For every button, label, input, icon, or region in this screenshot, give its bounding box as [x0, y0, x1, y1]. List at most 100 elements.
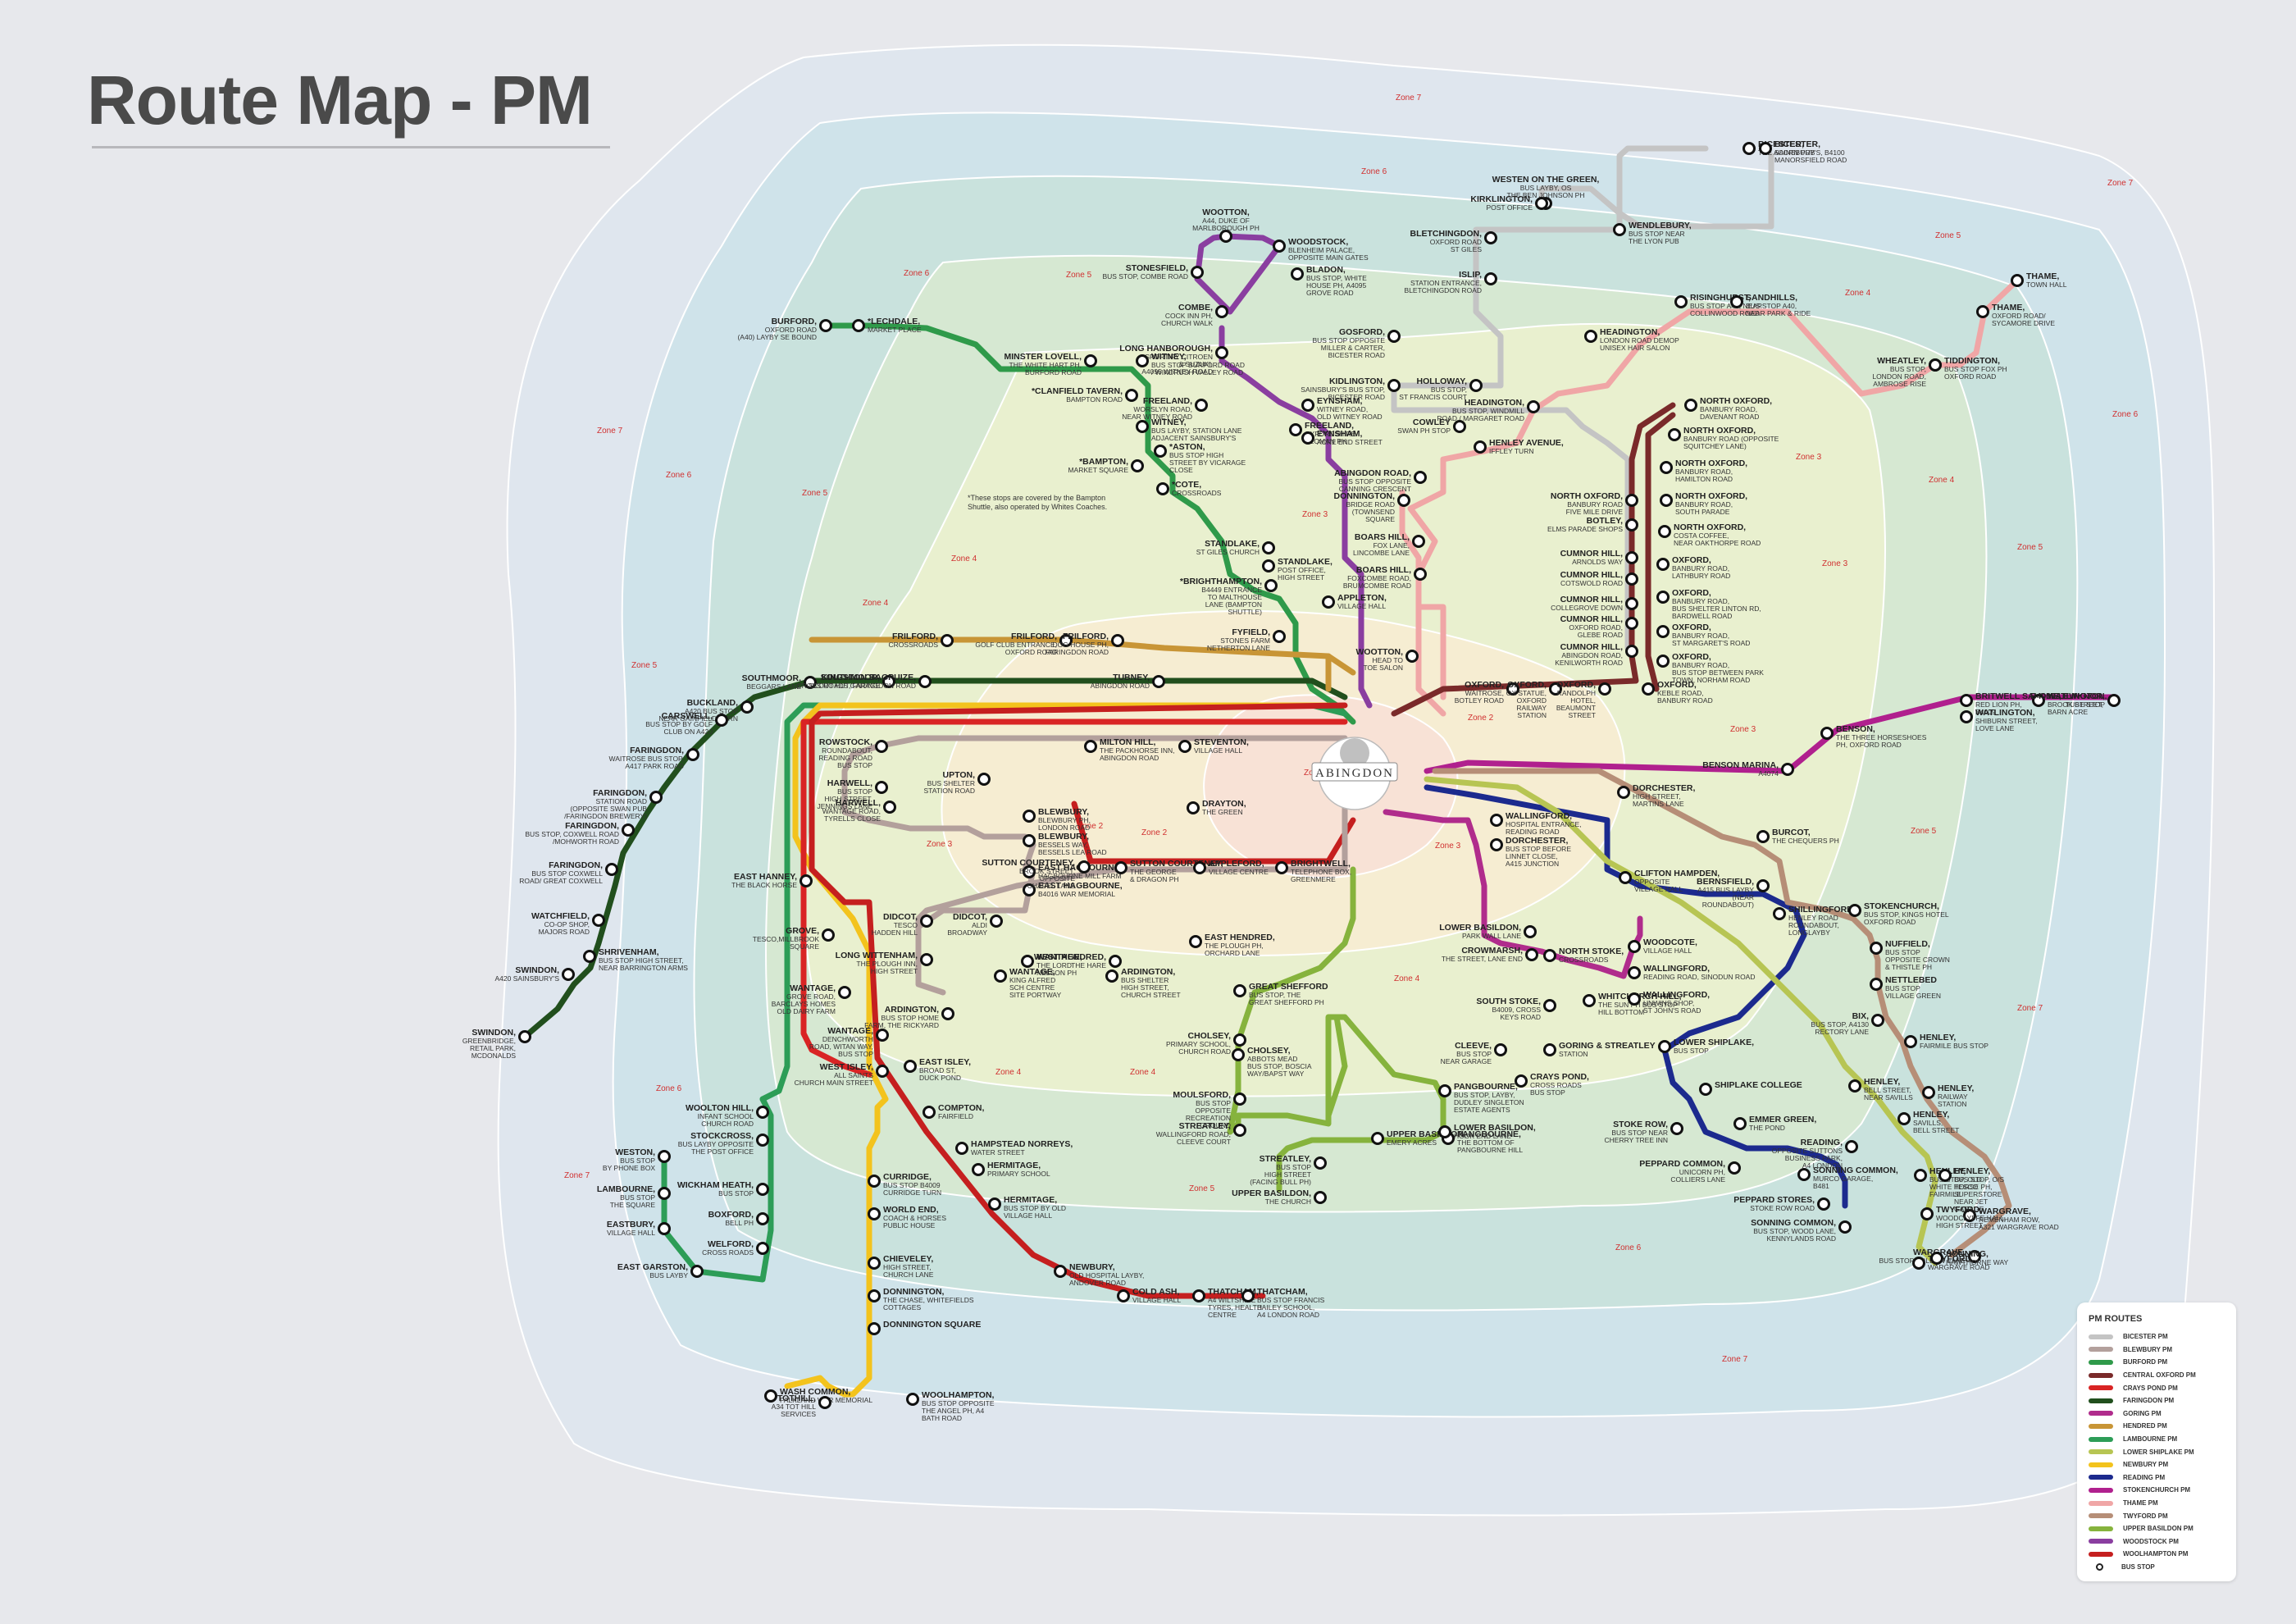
stop-description: VILLAGE HALL: [1132, 1296, 1181, 1304]
stop-description: SQUITCHEY LANE): [1683, 442, 1747, 450]
route-line-central-oxford: [1391, 402, 1676, 717]
stop-name: BLEWBURY,: [1038, 832, 1089, 842]
bus-stop-icon: [1262, 559, 1275, 573]
stop-description: BUS STOP, LAYBY,: [1454, 1091, 1515, 1099]
bus-stop-icon: [592, 914, 605, 927]
bus-stop-icon: [1820, 727, 1834, 740]
route-name: THAME PM: [2123, 1499, 2158, 1508]
bus-stop-icon: [1756, 879, 1770, 892]
route-swatch: [2089, 1385, 2113, 1391]
stop-name: WITNEY,: [1151, 417, 1187, 427]
zone-label: Zone 4: [1130, 1068, 1156, 1077]
bus-stop-icon: [1273, 630, 1286, 643]
stop-name: EAST HAGBOURNE,: [1038, 881, 1123, 891]
bus-stop: MILTON HILL,THE PACKHORSE INN,ABINGDON R…: [1084, 737, 1174, 762]
stop-name: CUMNOR HILL,: [1560, 549, 1623, 559]
stop-description: /MOHWORTH ROAD: [553, 837, 619, 846]
legend-item: HENDRED PM: [2089, 1420, 2228, 1433]
stop-description: (NEAR: [1733, 893, 1754, 901]
stop-description: LONDON ROAD,: [1872, 372, 1926, 381]
stop-description: CROSS ROADS: [1530, 1081, 1582, 1089]
stop-description: WALLINGFORD ROAD,: [1156, 1130, 1231, 1138]
stop-name: HENLEY,: [1920, 1033, 1956, 1042]
bus-stop-icon: [875, 781, 888, 794]
bus-stop: WARGRAVE,REMENHAM ROW,A321 WARGRAVE ROAD: [1963, 1207, 2059, 1231]
stop-description: VILLAGE HALL: [607, 1229, 655, 1237]
stop-description: DOG HOUSE PH,: [1053, 641, 1109, 649]
stop-name: BURCOT,: [1772, 828, 1811, 837]
stop-name: *LECHDALE,: [868, 317, 920, 326]
legend-bus-stop: BUS STOP: [2089, 1561, 2228, 1574]
stop-description: CLEEVE COURT: [1177, 1138, 1231, 1146]
bus-stop-icon: [1628, 966, 1641, 979]
stop-description: HOUSE PH, A4095: [1306, 281, 1367, 290]
stop-description: UNISEX HAIR SALON: [1600, 344, 1670, 352]
bus-stop: OXFORD,BANBURY ROAD,LATHBURY ROAD: [1656, 555, 1730, 580]
stop-description: BESSELS WAY,: [1038, 841, 1088, 849]
legend-item: LAMBOURNE PM: [2089, 1433, 2228, 1446]
stop-description: ARNOLDS WAY: [1572, 558, 1623, 566]
bus-stop: TUBNEY,ABINGDON ROAD: [1091, 673, 1165, 690]
stop-description: A415 BUS LAYBY: [1697, 886, 1754, 894]
stop-description: BUS STOP OPPOSITE: [922, 1399, 995, 1407]
bus-stop: EAST HANNEY,THE BLACK HORSE: [731, 872, 813, 889]
stop-description: BLETCHINGDON ROAD: [1405, 286, 1482, 294]
bus-stop-icon: [1438, 1125, 1451, 1138]
bus-stop-icon: [1275, 861, 1288, 874]
stop-name: WESTEN ON THE GREEN,: [1492, 175, 1600, 185]
stop-description: BUS SHELTER: [1121, 976, 1168, 984]
stop-name: NORTH OXFORD,: [1675, 458, 1747, 468]
bus-stop-icon: [1838, 1220, 1852, 1234]
stop-name: PANGBOURNE,: [1457, 1129, 1521, 1139]
bus-stop: TWYFORD,WOODCLYFFE HALL,HIGH STREET: [1920, 1205, 2006, 1229]
stop-description: HOTEL,: [1570, 696, 1596, 705]
stop-description: ALDI: [972, 921, 987, 929]
stop-name: SONNING COMMON,: [1813, 1166, 1898, 1175]
stop-description: OXFORD ROAD: [1864, 918, 1916, 926]
stop-name: BENSON,: [1836, 724, 1875, 734]
stop-name: DORCHESTER,: [1506, 836, 1569, 846]
bus-stop-icon: [1668, 428, 1681, 441]
bus-stop-icon: [1904, 1035, 1917, 1048]
stop-description: BUS STOP: [620, 1156, 655, 1165]
stop-description: THE THREE HORSESHOES: [1836, 733, 1927, 741]
route-swatch: [2089, 1372, 2113, 1378]
stop-description: GARAGE: [1954, 1205, 1984, 1213]
bus-stop-icon: [1414, 568, 1427, 581]
stop-description: FAIRMILE: [1929, 1190, 1961, 1198]
bus-stop-icon: [1870, 978, 1883, 991]
bus-stop-icon: [605, 863, 618, 876]
stop-description: CROSSROADS: [889, 641, 939, 649]
bus-stop-icon: [868, 1322, 881, 1335]
stop-description: RECREATION: [1186, 1114, 1231, 1122]
bus-stop: FARINGDON,BUS STOP, COXWELL ROAD/MOHWORT…: [525, 821, 635, 846]
bus-stop-icon: [883, 801, 896, 814]
stop-description: BUS STOP, WINDMILL: [1452, 407, 1524, 415]
stop-description: PRIMARY SCHOOL,: [1166, 1040, 1231, 1048]
bus-stop-icon: [1660, 461, 1673, 474]
stop-description: OXFORD ROAD/: [1992, 312, 2046, 320]
stop-description: BUS STOP BURFORD ROAD: [1151, 361, 1245, 369]
stop-description: ROAD/ GREAT COXWELL: [519, 877, 603, 885]
stop-description: VILLAGE GREEN: [1885, 992, 1941, 1000]
stop-description: VILLAGE HALL: [1643, 947, 1692, 955]
bus-stop-icon: [1628, 992, 1641, 1006]
stop-description: WITNEY ROAD,: [1317, 405, 1368, 413]
stop-description: LOVE LANE: [1975, 724, 2015, 732]
bus-stop: *COTE,CROSSROADS: [1156, 480, 1222, 497]
stop-description: BLENHEIM PALACE,: [1288, 246, 1355, 254]
bus-stop-icon: [1870, 942, 1883, 955]
legend-item: WOODSTOCK PM: [2089, 1535, 2228, 1549]
stop-name: CLIFTON HAMPDEN,: [1634, 869, 1720, 878]
stop-description: ABBOTS MEAD: [1247, 1055, 1297, 1063]
stop-description: OXFORDSHIRE: [1305, 430, 1356, 438]
stop-description: WHITE HORSE PH,: [1929, 1183, 1993, 1191]
bus-stop: SANDHILLS,BUS STOP A40,NEAR PARK & RIDE: [1730, 293, 1811, 317]
